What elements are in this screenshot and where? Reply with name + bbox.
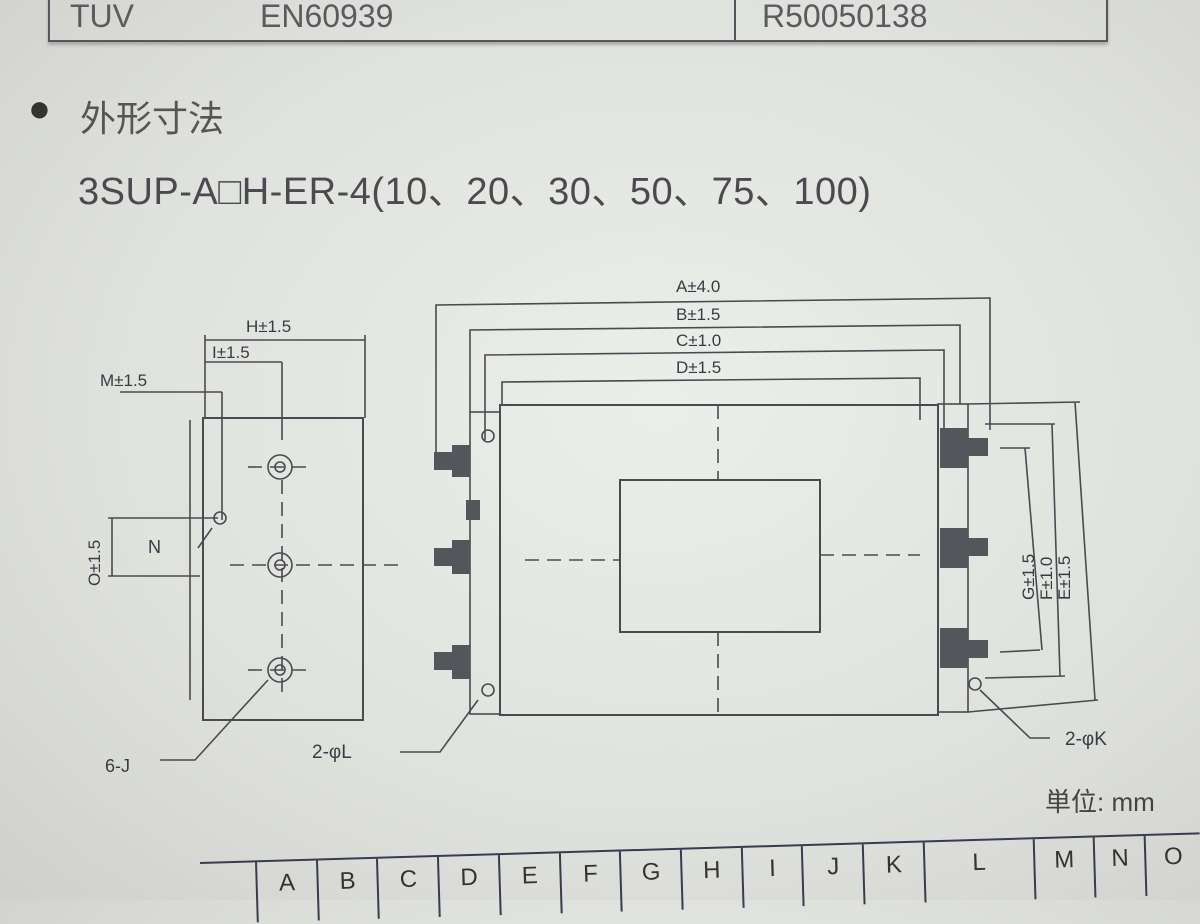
label-o: O±1.5 — [85, 540, 104, 586]
column-header-e: E — [497, 853, 561, 916]
label-i: I±1.5 — [212, 343, 250, 362]
top-cell-1: TUV — [70, 0, 134, 34]
label-c: C±1.0 — [676, 331, 721, 350]
column-header-d: D — [437, 855, 500, 917]
top-cell-3: R50050138 — [762, 0, 928, 34]
top-cell-2: EN60939 — [260, 0, 394, 34]
column-header-l: L — [922, 839, 1035, 903]
column-header-g: G — [619, 849, 682, 912]
front-view — [400, 297, 1099, 753]
unit-label: 単位: mm — [1045, 787, 1155, 817]
label-n: N — [148, 537, 161, 557]
section-title: 外形寸法 — [80, 98, 225, 139]
label-b: B±1.5 — [676, 305, 720, 324]
label-g: G±1.5 — [1019, 554, 1038, 600]
label-j: 6-J — [105, 756, 130, 776]
table-divider — [734, 0, 736, 40]
label-d: D±1.5 — [676, 358, 721, 377]
label-k: 2-φK — [1065, 729, 1107, 750]
label-m: M±1.5 — [100, 371, 147, 390]
column-header-a: A — [255, 860, 318, 923]
label-l: 2-φL — [312, 742, 352, 763]
side-view — [108, 335, 400, 761]
column-header-h: H — [679, 847, 743, 910]
column-header-m: M — [1032, 837, 1095, 900]
label-f: F±1.0 — [1037, 557, 1056, 600]
top-table: TUV EN60939 R50050138 — [48, 0, 1108, 42]
column-header-o: O — [1143, 834, 1200, 896]
dimension-drawing: H±1.5 I±1.5 M±1.5 O±1.5 N 6-J — [85, 277, 1107, 776]
column-header-n: N — [1092, 835, 1146, 898]
column-header-j: J — [801, 844, 864, 907]
label-a: A±4.0 — [676, 277, 720, 296]
column-header-c: C — [376, 856, 439, 919]
bullet-icon: ● — [28, 88, 51, 130]
column-header-i: I — [740, 846, 804, 908]
column-header-k: K — [861, 842, 925, 905]
column-header-f: F — [558, 851, 621, 914]
column-header-b: B — [315, 858, 379, 921]
label-e: E±1.5 — [1055, 556, 1074, 600]
model-name: 3SUP-A□H-ER-4(10、20、30、50、75、100) — [78, 171, 872, 213]
label-h: H±1.5 — [246, 317, 291, 336]
